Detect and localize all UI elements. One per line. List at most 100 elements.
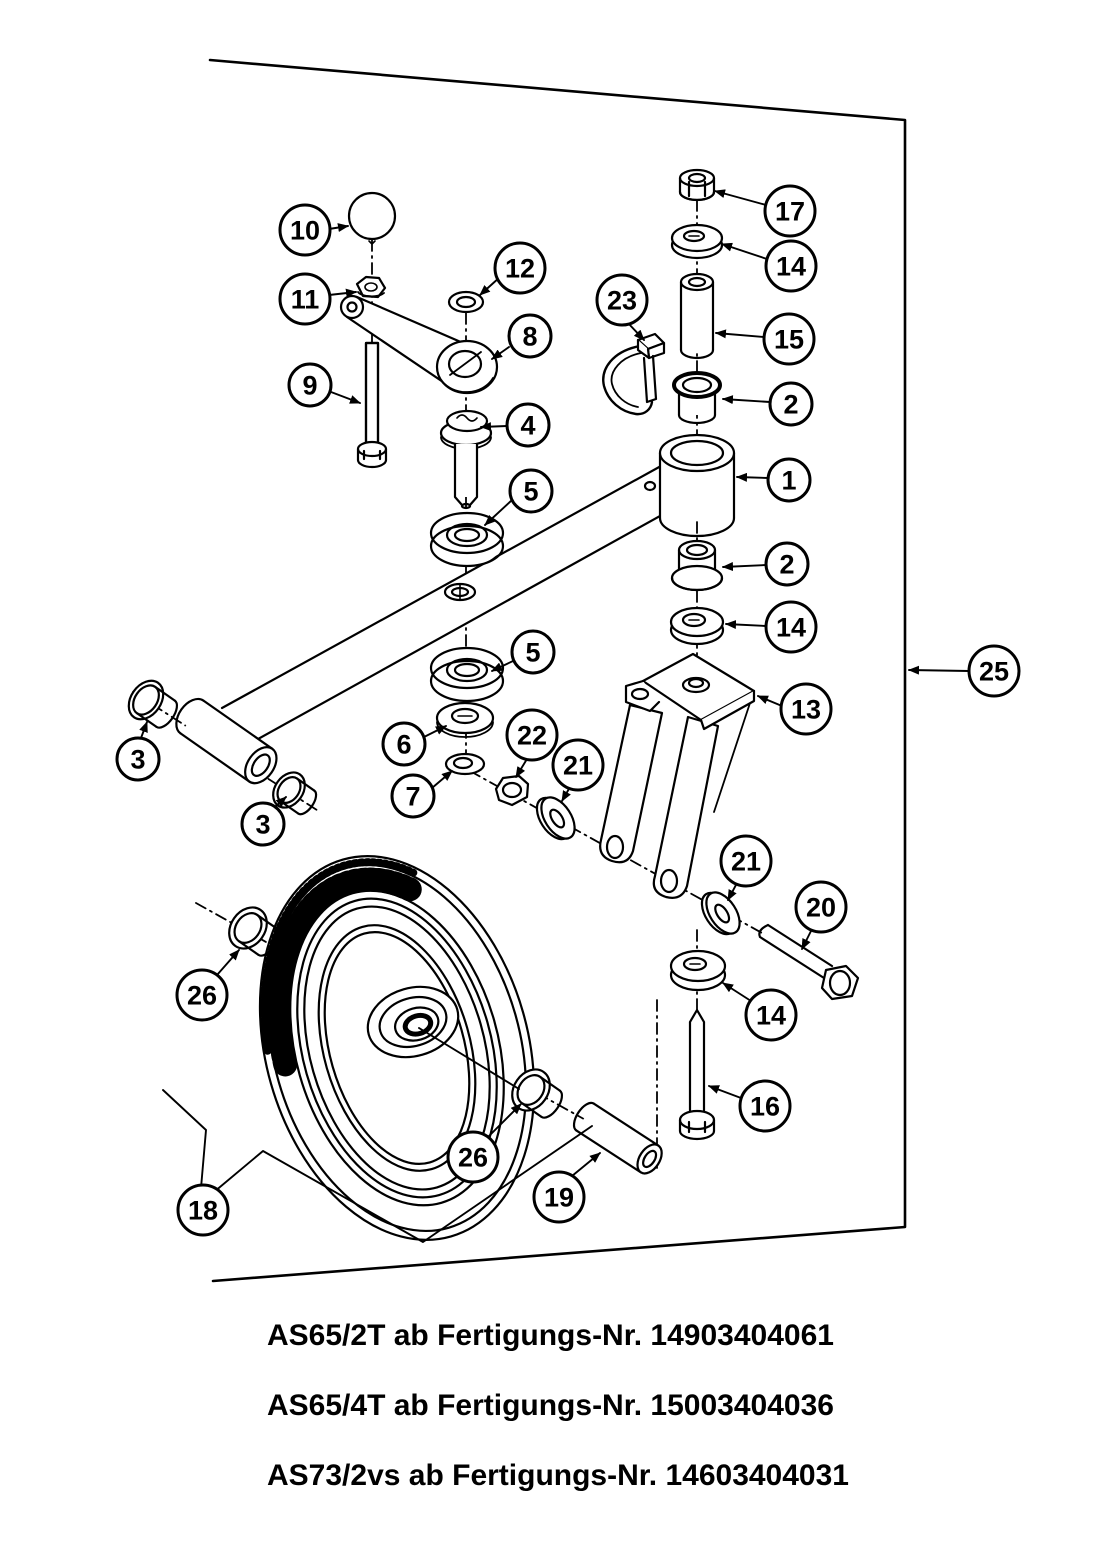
svg-text:26: 26 (187, 981, 217, 1011)
svg-text:25: 25 (979, 657, 1009, 687)
callout-20: 20 (794, 880, 848, 934)
part-lock-washer-7 (444, 752, 486, 776)
callout-11: 11 (278, 272, 332, 326)
svg-text:2: 2 (783, 390, 798, 420)
callout-4: 4 (505, 402, 551, 448)
callout-25: 25 (967, 644, 1021, 698)
svg-text:16: 16 (750, 1092, 780, 1122)
caption-line-1: AS65/2T ab Fertigungs-Nr. 14903404061 (267, 1319, 834, 1352)
part-kingpin-4 (439, 409, 493, 510)
svg-text:2: 2 (779, 550, 794, 580)
callout-2: 2 (768, 381, 814, 427)
callout-18: 18 (176, 1183, 230, 1237)
callout-3: 3 (240, 801, 286, 847)
svg-text:5: 5 (525, 638, 540, 668)
part-bushing-26-left (228, 906, 281, 957)
svg-text:9: 9 (302, 371, 317, 401)
part-spacer-19 (572, 1101, 663, 1175)
svg-text:23: 23 (607, 286, 637, 316)
part-clip-23 (602, 332, 666, 416)
callout-13: 13 (779, 682, 833, 736)
part-bolt-9 (356, 341, 388, 469)
callout-3: 3 (115, 736, 161, 782)
part-handle-8 (339, 294, 499, 395)
svg-text:3: 3 (130, 745, 145, 775)
svg-text:6: 6 (396, 730, 411, 760)
callout-14: 14 (764, 239, 818, 293)
callout-26: 26 (446, 1130, 500, 1184)
part-nut-17 (678, 168, 716, 202)
svg-text:17: 17 (775, 197, 805, 227)
callout-21: 21 (719, 834, 773, 888)
part-nut-11 (355, 275, 387, 299)
callout-14: 14 (744, 988, 798, 1042)
callout-12: 12 (493, 241, 547, 295)
part-washer-12 (447, 290, 485, 314)
svg-text:3: 3 (255, 810, 270, 840)
part-wheel-hub (366, 985, 460, 1059)
callout-19: 19 (532, 1170, 586, 1224)
svg-text:15: 15 (774, 325, 804, 355)
part-bearing-5-lower (429, 646, 505, 703)
svg-text:14: 14 (776, 252, 806, 282)
callout-5: 5 (510, 629, 556, 675)
callout-1: 1 (766, 457, 812, 503)
part-bushing-3-upper (127, 679, 179, 729)
svg-text:26: 26 (458, 1143, 488, 1173)
caption-line-2: AS65/4T ab Fertigungs-Nr. 15003404036 (267, 1389, 834, 1422)
callout-2: 2 (764, 541, 810, 587)
callout-10: 10 (278, 203, 332, 257)
callout-14: 14 (764, 600, 818, 654)
part-bolt-20 (758, 923, 860, 1001)
part-bushing-26-right (511, 1068, 564, 1119)
svg-text:20: 20 (806, 893, 836, 923)
svg-text:5: 5 (523, 477, 538, 507)
part-nut-22 (494, 774, 530, 807)
callout-15: 15 (762, 312, 816, 366)
part-washer-14-bottom (669, 949, 727, 992)
svg-text:8: 8 (522, 322, 537, 352)
part-washer-6 (435, 701, 495, 738)
svg-text:10: 10 (290, 216, 320, 246)
part-bushing-2-upper (672, 371, 722, 425)
drawing-frame (208, 58, 907, 1283)
svg-text:13: 13 (791, 695, 821, 725)
svg-text:14: 14 (756, 1001, 786, 1031)
part-spacer-15 (679, 272, 715, 360)
callout-23: 23 (595, 273, 649, 327)
part-swivel-head-1 (658, 433, 736, 538)
callout-21: 21 (551, 738, 605, 792)
part-washer-21-upper (535, 796, 576, 841)
callout-9: 9 (287, 362, 333, 408)
callout-26: 26 (175, 968, 229, 1022)
svg-text:11: 11 (291, 285, 320, 315)
part-bracket-13 (599, 652, 756, 899)
captions: AS65/2T ab Fertigungs-Nr. 14903404061 AS… (267, 1319, 849, 1492)
callout-7: 7 (390, 773, 436, 819)
caption-line-3: AS73/2vs ab Fertigungs-Nr. 14603404031 (267, 1459, 849, 1492)
leader-lines (139, 189, 970, 1243)
part-arm (220, 464, 680, 751)
callout-6: 6 (381, 721, 427, 767)
svg-text:1: 1 (781, 466, 796, 496)
svg-text:12: 12 (505, 254, 535, 284)
svg-text:19: 19 (544, 1183, 574, 1213)
svg-text:18: 18 (188, 1196, 218, 1226)
part-bolt-16 (678, 1008, 716, 1141)
svg-text:7: 7 (405, 782, 420, 812)
part-ball-knob-10 (347, 191, 397, 245)
callout-17: 17 (763, 184, 817, 238)
part-bushing-2-lower (670, 539, 724, 592)
svg-text:14: 14 (776, 613, 806, 643)
callout-8: 8 (507, 313, 553, 359)
part-bearing-5-upper (429, 511, 505, 568)
svg-text:22: 22 (517, 721, 547, 751)
svg-text:21: 21 (731, 847, 761, 877)
part-washer-21-lower (700, 891, 741, 936)
callout-22: 22 (505, 708, 559, 762)
part-washer-14-mid (669, 606, 725, 646)
callout-16: 16 (738, 1079, 792, 1133)
